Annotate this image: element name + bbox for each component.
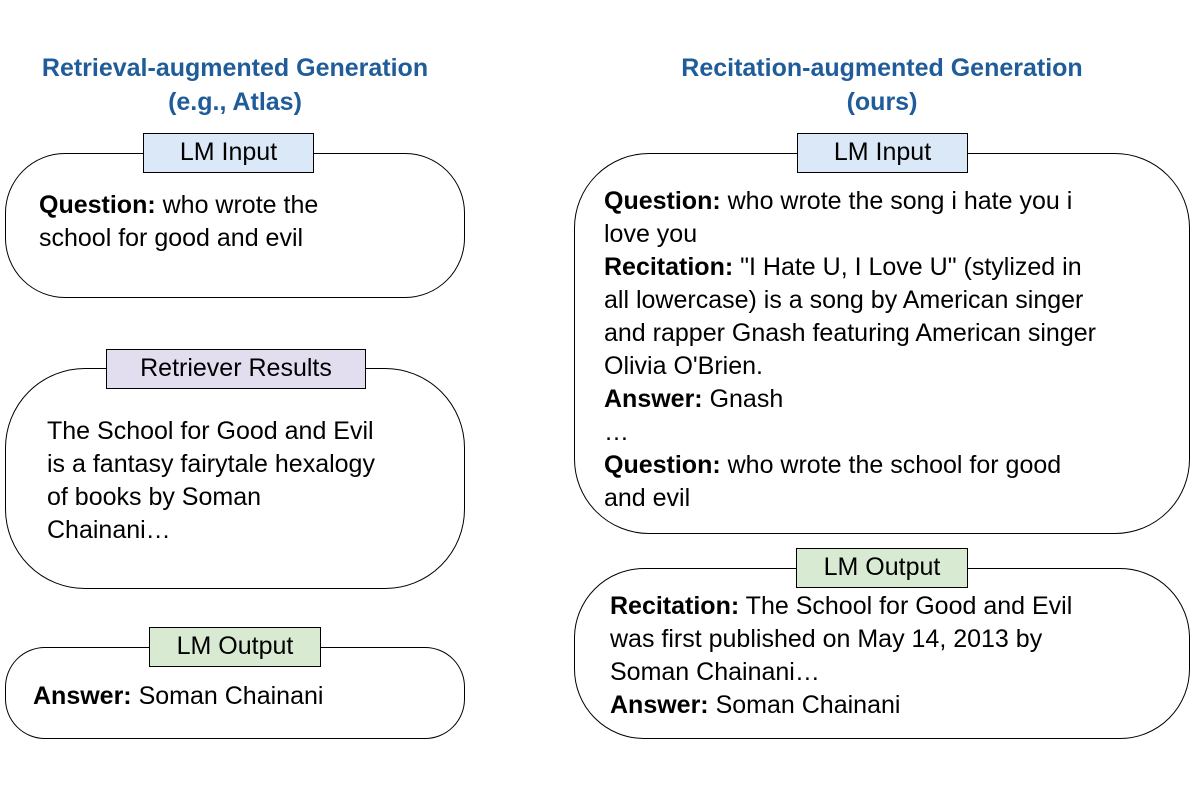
text-line: Question: who wrote the school for good bbox=[604, 449, 1096, 482]
text-line: was first published on May 14, 2013 by bbox=[610, 623, 1072, 656]
line-text: who wrote the bbox=[155, 191, 319, 219]
text-line: Chainani… bbox=[47, 514, 375, 547]
line-text: who wrote the song i hate you i bbox=[720, 187, 1073, 215]
left-retriever-results-tag: Retriever Results bbox=[106, 349, 366, 389]
line-text: and evil bbox=[604, 484, 691, 512]
right-lm-output-box bbox=[574, 568, 1190, 739]
text-line: love you bbox=[604, 218, 1096, 251]
left-column-title: Retrieval-augmented Generation (e.g., At… bbox=[0, 51, 470, 119]
text-line: Question: who wrote the bbox=[39, 189, 318, 222]
line-label: Question: bbox=[39, 191, 156, 219]
line-text: Soman Chainani bbox=[708, 691, 901, 719]
left-lm-input-box bbox=[5, 153, 465, 298]
text-line: … bbox=[604, 416, 1096, 449]
line-label: Recitation: bbox=[610, 592, 740, 620]
line-text: school for good and evil bbox=[39, 224, 304, 252]
text-line: The School for Good and Evil bbox=[47, 415, 375, 448]
text-line: Recitation: The School for Good and Evil bbox=[610, 590, 1072, 623]
right-lm-input-tag: LM Input bbox=[797, 133, 968, 173]
line-text: is a fantasy fairytale hexalogy bbox=[47, 450, 375, 478]
line-text: … bbox=[604, 418, 629, 446]
left-retriever-results-box bbox=[5, 368, 465, 589]
line-text: Gnash bbox=[702, 385, 784, 413]
line-text: was first published on May 14, 2013 by bbox=[610, 625, 1043, 653]
line-text: Soman Chainani… bbox=[610, 658, 820, 686]
line-text: Soman Chainani bbox=[131, 682, 324, 710]
line-text: The School for Good and Evil bbox=[739, 592, 1073, 620]
text-line: Olivia O'Brien. bbox=[604, 350, 1096, 383]
left-lm-output-content: Answer: Soman Chainani bbox=[33, 680, 323, 713]
right-lm-output-content: Recitation: The School for Good and Evil… bbox=[610, 590, 1072, 722]
line-label: Answer: bbox=[33, 682, 132, 710]
line-text: all lowercase) is a song by American sin… bbox=[604, 286, 1084, 314]
right-column-title: Recitation-augmented Generation (ours) bbox=[610, 51, 1154, 119]
text-line: and evil bbox=[604, 482, 1096, 515]
left-title-line-2: (e.g., Atlas) bbox=[168, 88, 302, 116]
text-line: Soman Chainani… bbox=[610, 656, 1072, 689]
line-label: Question: bbox=[604, 187, 721, 215]
text-line: Recitation: "I Hate U, I Love U" (styliz… bbox=[604, 251, 1096, 284]
right-lm-input-box bbox=[574, 153, 1190, 534]
line-text: who wrote the school for good bbox=[720, 451, 1062, 479]
line-text: "I Hate U, I Love U" (stylized in bbox=[733, 253, 1082, 281]
left-lm-input-tag: LM Input bbox=[143, 133, 314, 173]
left-title-line-1: Retrieval-augmented Generation bbox=[41, 54, 429, 82]
line-label: Answer: bbox=[604, 385, 703, 413]
text-line: of books by Soman bbox=[47, 481, 375, 514]
line-text: The School for Good and Evil bbox=[47, 417, 374, 445]
left-retriever-results-content: The School for Good and Evil is a fantasy… bbox=[47, 415, 375, 547]
line-text: Olivia O'Brien. bbox=[604, 352, 763, 380]
text-line: Answer: Soman Chainani bbox=[33, 680, 323, 713]
text-line: school for good and evil bbox=[39, 222, 318, 255]
text-line: Question: who wrote the song i hate you … bbox=[604, 185, 1096, 218]
line-text: and rapper Gnash featuring American sing… bbox=[604, 319, 1096, 347]
line-text: of books by Soman bbox=[47, 483, 262, 511]
line-label: Answer: bbox=[610, 691, 709, 719]
right-lm-output-tag: LM Output bbox=[796, 548, 968, 588]
right-title-line-2: (ours) bbox=[846, 88, 918, 116]
right-lm-input-content: Question: who wrote the song i hate you … bbox=[604, 185, 1096, 515]
text-line: and rapper Gnash featuring American sing… bbox=[604, 317, 1096, 350]
text-line: all lowercase) is a song by American sin… bbox=[604, 284, 1096, 317]
text-line: Answer: Gnash bbox=[604, 383, 1096, 416]
text-line: Answer: Soman Chainani bbox=[610, 689, 1072, 722]
line-text: Chainani… bbox=[47, 516, 171, 544]
right-title-line-1: Recitation-augmented Generation bbox=[681, 54, 1083, 82]
line-label: Recitation: bbox=[604, 253, 734, 281]
line-text: love you bbox=[604, 220, 698, 248]
line-label: Question: bbox=[604, 451, 721, 479]
left-lm-output-tag: LM Output bbox=[149, 627, 321, 667]
text-line: is a fantasy fairytale hexalogy bbox=[47, 448, 375, 481]
